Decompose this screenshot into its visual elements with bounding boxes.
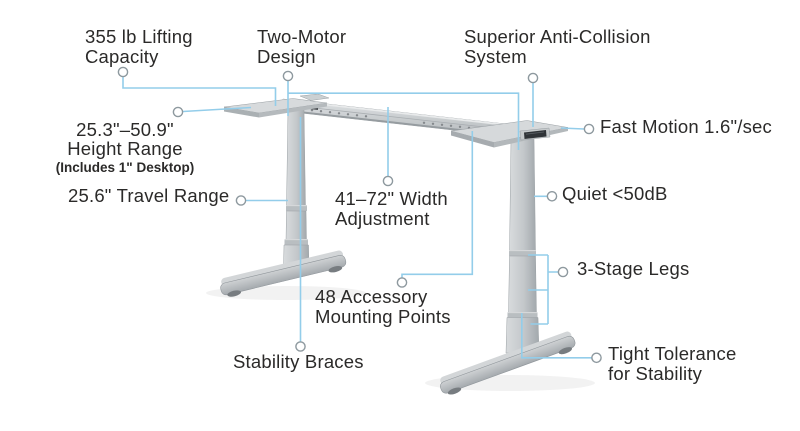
callout-label-travel-range: 25.6" Travel Range — [68, 185, 230, 206]
callout-label-lifting-capacity: 355 lb Lifting Capacity — [85, 26, 193, 67]
travel-range-dot — [235, 195, 247, 206]
lifting-capacity-dot — [117, 66, 129, 78]
anti-collision-dot — [527, 72, 539, 84]
callout-label-quiet: Quiet <50dB — [562, 183, 668, 204]
callout-label-two-motor: Two-Motor Design — [257, 26, 347, 67]
height-range-line — [182, 106, 252, 113]
callout-label-three-stage-legs: 3-Stage Legs — [577, 258, 690, 279]
three-stage-legs-bracket — [528, 254, 558, 325]
mounting-points-line — [401, 131, 474, 278]
desk-right-foot — [440, 331, 576, 395]
desk-right-bracket — [450, 120, 569, 148]
desk-left-leg — [283, 109, 310, 271]
desk-right-leg — [505, 137, 540, 354]
height-range-note: (Includes 1" Desktop) — [55, 159, 195, 175]
callout-label-anti-collision: Superior Anti-Collision System — [464, 26, 651, 67]
callout-label-width-adjustment: 41–72" Width Adjustment — [335, 188, 448, 229]
height-range-text: 25.3"–50.9" Height Range — [67, 118, 183, 159]
tight-tolerance-dot — [591, 352, 602, 364]
desk-left-foot — [220, 250, 347, 297]
callout-label-stability-braces: Stability Braces — [233, 351, 364, 372]
callout-label-tight-tolerance: Tight Tolerance for Stability — [608, 343, 737, 384]
stability-braces-dot — [295, 341, 306, 352]
controller-box — [519, 127, 551, 141]
callout-markers — [117, 66, 602, 364]
lifting-capacity-line — [122, 77, 277, 106]
fast-motion-dot — [583, 123, 595, 135]
width-adjustment-dot — [382, 175, 394, 187]
callout-label-fast-motion: Fast Motion 1.6"/sec — [600, 116, 772, 137]
mounting-points-dot — [396, 277, 408, 288]
quiet-dot — [546, 190, 558, 202]
three-stage-legs-dot — [557, 266, 569, 278]
callout-label-height-range: 25.3"–50.9" Height Range (Includes 1" De… — [40, 100, 210, 195]
callout-lines — [122, 77, 592, 359]
two-motor-line — [287, 81, 520, 150]
two-motor-dot — [282, 70, 294, 82]
fast-motion-line — [560, 127, 585, 130]
height-range-dot — [172, 106, 184, 118]
callout-label-mounting-points: 48 Accessory Mounting Points — [315, 286, 451, 327]
tight-tolerance-line — [521, 313, 592, 359]
